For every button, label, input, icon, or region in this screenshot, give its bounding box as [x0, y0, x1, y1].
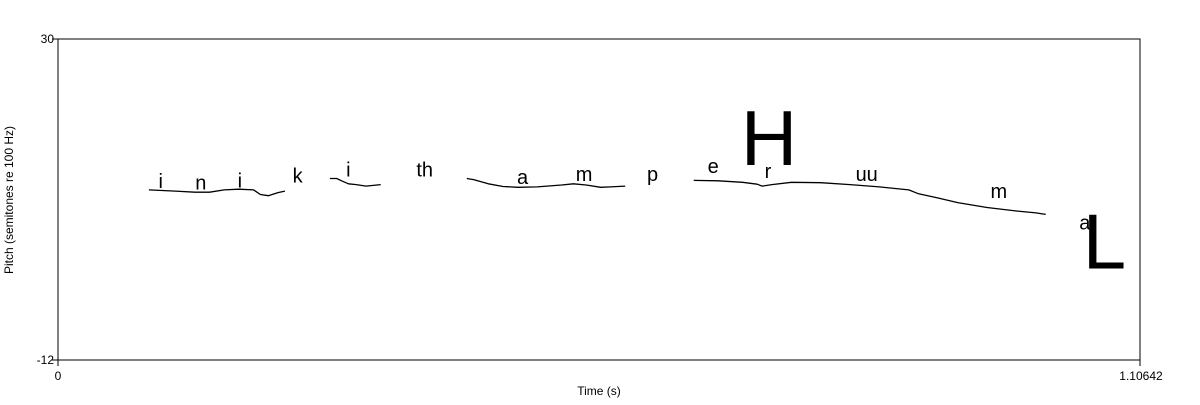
segment-label-2: n — [195, 173, 206, 195]
segment-label-1: i — [158, 171, 162, 193]
segment-label-8: m — [576, 164, 593, 186]
x-tick-label-right: 1.10642 — [1119, 369, 1163, 383]
tone-label-16: L — [1083, 197, 1126, 285]
segment-label-4: k — [293, 166, 304, 188]
x-tick-label-left: 0 — [55, 369, 62, 383]
pitch-contour-segment-2 — [329, 177, 381, 187]
segment-label-3: i — [238, 170, 242, 192]
segment-label-12: uu — [856, 164, 878, 186]
x-axis-label: Time (s) — [577, 384, 621, 398]
segment-label-11: r — [765, 161, 772, 183]
segment-label-14: a — [1079, 212, 1091, 234]
y-axis-label: Pitch (semitones re 100 Hz) — [2, 126, 16, 274]
axis-ticks — [52, 38, 1141, 366]
segment-label-7: a — [517, 167, 529, 189]
pitch-contour-segment-4 — [693, 179, 1046, 216]
segment-label-6: th — [416, 160, 433, 182]
y-tick-label-top: 30 — [41, 32, 55, 46]
plot-frame — [57, 38, 1141, 361]
tone-label-15: H — [741, 94, 797, 182]
pitch-contour-segment-1 — [148, 188, 286, 197]
segment-label-13: m — [990, 181, 1007, 203]
segment-label-9: p — [647, 164, 658, 186]
pitch-contour-segment-3 — [466, 177, 626, 188]
annotation-group: i n i k i th a m p e r uu m a H L — [158, 94, 1126, 285]
segment-label-10: e — [708, 156, 719, 178]
pitch-contour-group — [148, 177, 1046, 216]
segment-label-5: i — [346, 160, 350, 182]
y-tick-label-bottom: -12 — [37, 353, 55, 367]
